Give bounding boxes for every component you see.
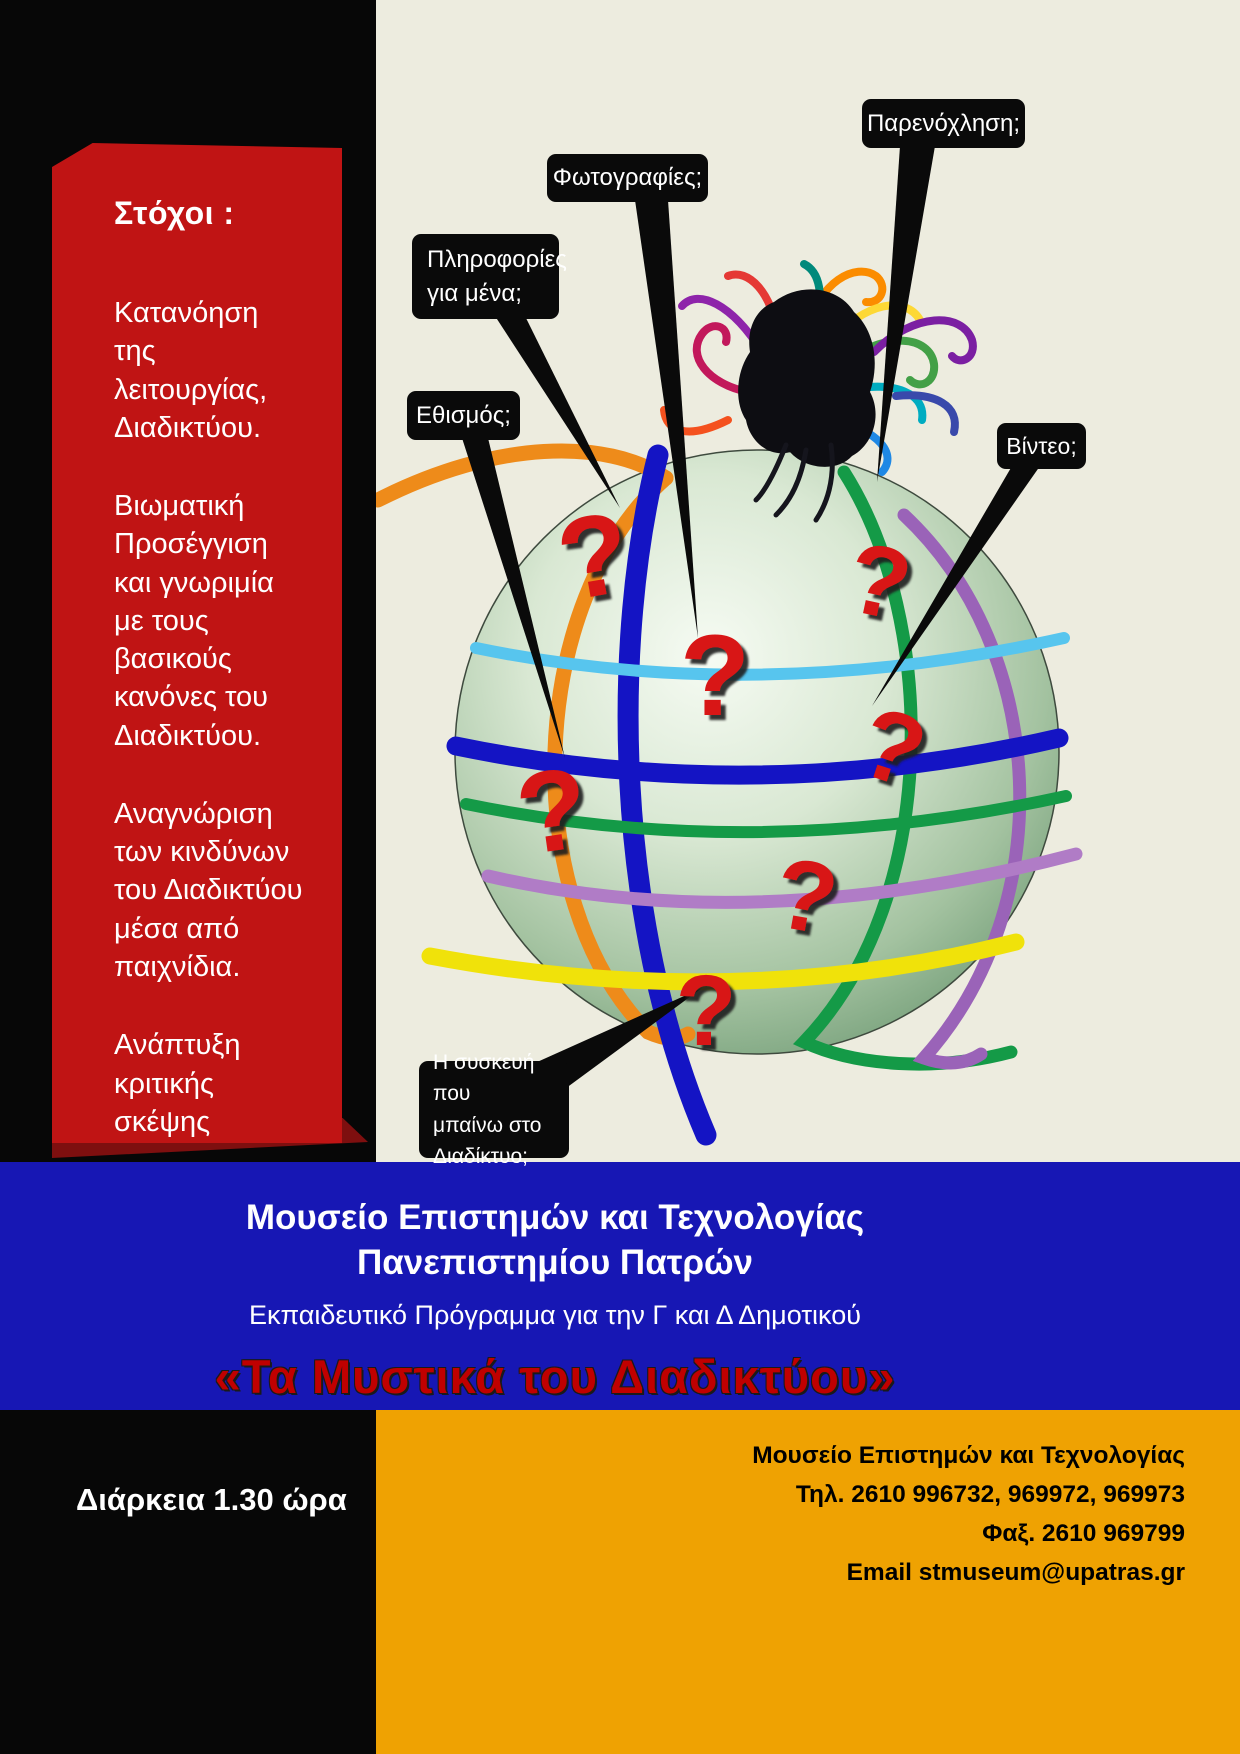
museum-title-line2: Πανεπιστημίου Πατρών	[356, 1243, 754, 1282]
callout-device: Η συσκευή που μπαίνω στο Διαδίκτυο;	[419, 1051, 569, 1168]
goal-item: Κατανόηση της λειτουργίας, Διαδικτύου.	[114, 297, 268, 444]
question-mark: ?	[680, 612, 750, 740]
callout-photos: Φωτογραφίες;	[547, 154, 708, 202]
question-mark: ?	[675, 955, 736, 1067]
footer-contact-panel: Μουσείο Επιστημών και Τεχνολογίας Τηλ. 2…	[376, 1410, 1240, 1754]
globe-illustration: ? ? ? ? ? ? ?	[376, 146, 1083, 1146]
contact-phone: Τηλ. 2610 996732, 969972, 969973	[795, 1481, 1185, 1508]
goal-item: Αναγνώριση των κινδύνων του Διαδικτύου μ…	[114, 797, 303, 983]
question-marks: ? ? ? ? ? ? ?	[509, 487, 939, 1067]
goals-heading: Στόχοι :	[114, 195, 235, 231]
goals-ribbon: Στόχοι : Κατανόηση της λειτουργίας, Διαδ…	[52, 143, 342, 1143]
globe-meridians	[376, 443, 1027, 1146]
callout-tails	[462, 146, 1040, 1094]
contact-fax: Φαξ. 2610 969799	[982, 1520, 1185, 1547]
callout-video: Βίντεο;	[997, 423, 1086, 469]
goal-item: Ανάπτυξη κριτικής σκέψης απέναντι σε κιν…	[114, 1029, 241, 1138]
goal-item: Βιωματική Προσέγγιση και γνωριμία με του…	[114, 490, 274, 752]
callout-harassment: Παρενόχληση;	[862, 99, 1025, 148]
contact-museum: Μουσείο Επιστημών και Τεχνολογίας	[752, 1442, 1185, 1469]
monster-illustration	[660, 260, 977, 523]
callout-addiction: Εθισμός;	[407, 391, 520, 440]
callout-personal-info: Πληροφορίες για μένα;	[412, 234, 567, 319]
program-title: «Τα Μυστικά του Διαδικτύου»	[214, 1350, 896, 1403]
museum-title-line1: Μουσείο Επιστημών και Τεχνολογίας	[245, 1198, 865, 1237]
contact-email: Email stmuseum@upatras.gr	[846, 1559, 1185, 1586]
banner-band: Μουσείο Επιστημών και Τεχνολογίας Πανεπι…	[0, 1162, 1240, 1410]
program-subtitle: Εκπαιδευτικό Πρόγραμμα για την Γ και Δ Δ…	[249, 1300, 861, 1330]
globe-latitudes	[421, 632, 1083, 991]
footer-left-panel	[0, 1410, 376, 1754]
duration-label: Διάρκεια 1.30 ώρα	[76, 1482, 347, 1517]
